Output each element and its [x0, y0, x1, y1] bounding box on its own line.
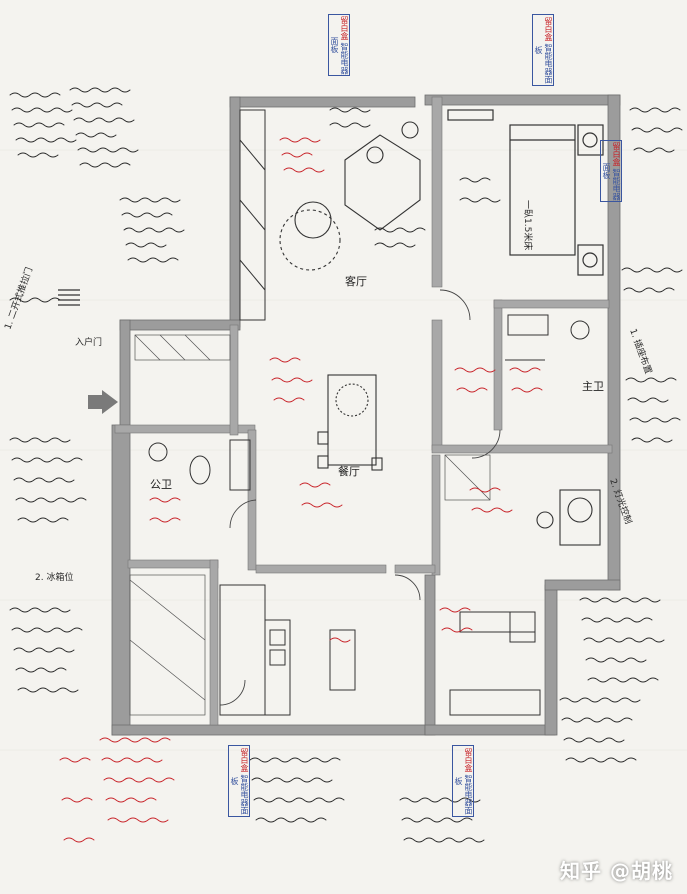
left-note-1: 1. 二开式推拉门 — [2, 265, 36, 331]
exterior-walls — [111, 94, 621, 736]
room-labels: 客厅 餐厅 主卫 公卫 — [150, 274, 604, 491]
study-desk — [344, 121, 421, 231]
wardrobe-left — [239, 109, 266, 321]
guest-bath-fixtures — [148, 439, 251, 491]
master-bath-fixtures — [505, 314, 590, 361]
bed-label: 一臥1.5米床 — [522, 200, 534, 250]
dining-table — [317, 374, 383, 471]
room-label-dining: 餐厅 — [338, 464, 360, 478]
stamp-line2: 智能电器面板 — [602, 163, 621, 201]
stamp-line1: 留白盒 — [464, 747, 473, 772]
stamp-top-left: 留白盒 智能电器面板 — [328, 14, 350, 76]
red-note-strokes — [59, 137, 543, 843]
second-bedroom-furniture — [449, 611, 541, 716]
stamp-top-right: 留白盒 智能电器面板 — [532, 14, 554, 86]
stamp-mid-right: 留白盒 智能电器面板 — [600, 140, 622, 202]
watermark: 知乎 @胡桃 — [560, 859, 673, 883]
stamp-bottom-left: 留白盒 智能电器面板 — [228, 745, 250, 817]
stamp-line2: 智能电器面板 — [454, 774, 473, 815]
legend-stripes — [58, 289, 80, 306]
stamp-line1: 留白盒 — [544, 16, 553, 41]
door-arcs — [219, 289, 501, 706]
room-label-master-bath: 主卫 — [582, 380, 604, 393]
room-label-living: 客厅 — [345, 274, 367, 288]
stamp-line2: 智能电器面板 — [230, 774, 249, 815]
interior-walls — [114, 96, 613, 726]
stamp-line1: 留白盒 — [240, 747, 249, 772]
cabinet-hatch — [129, 334, 491, 716]
living-tables — [279, 201, 341, 271]
right-note-1: 1. 插座布置 — [627, 327, 655, 376]
left-note-2: 2. 冰箱位 — [35, 571, 73, 583]
black-note-strokes — [9, 87, 683, 843]
stamp-line2: 智能电器面板 — [534, 43, 553, 84]
entrance-label: 入户门 — [75, 336, 102, 348]
guest-desk — [536, 489, 601, 546]
stamp-line1: 留白盒 — [612, 141, 621, 166]
entrance-arrow — [88, 390, 118, 414]
room-label-guest-bath: 公卫 — [150, 478, 172, 491]
stamp-line2: 智能电器面板 — [330, 37, 349, 75]
stamp-bottom-mid: 留白盒 智能电器面板 — [452, 745, 474, 817]
stamp-line1: 留白盒 — [340, 15, 349, 40]
kitchen-counter — [219, 584, 356, 716]
